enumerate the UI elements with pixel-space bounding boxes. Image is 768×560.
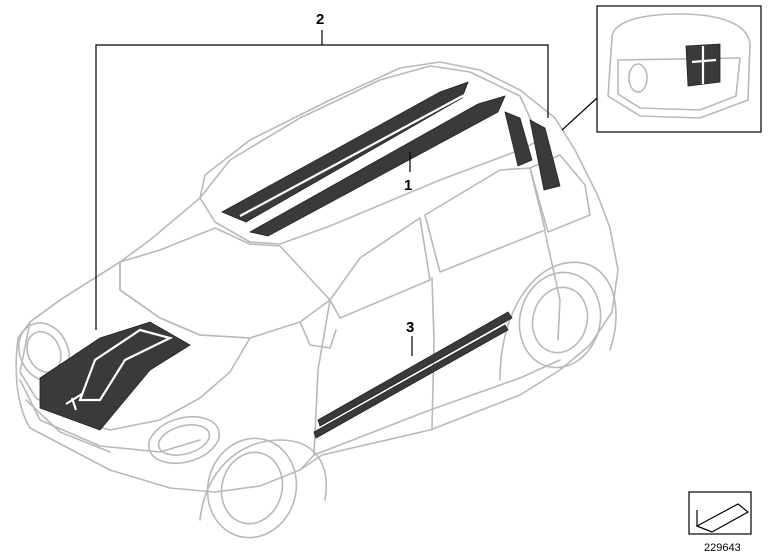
side-stripes [313, 311, 513, 439]
arrow-indicator-icon [688, 491, 752, 535]
leader-lines [95, 30, 549, 356]
rear-detail-inset [561, 5, 762, 133]
car-outline [15, 61, 619, 539]
callout-2: 2 [316, 11, 324, 28]
reference-number: 229643 [704, 542, 741, 554]
roof-stripes [221, 81, 561, 237]
callout-1: 1 [404, 177, 412, 194]
bonnet-stripes [39, 321, 191, 431]
callout-3: 3 [406, 319, 414, 336]
